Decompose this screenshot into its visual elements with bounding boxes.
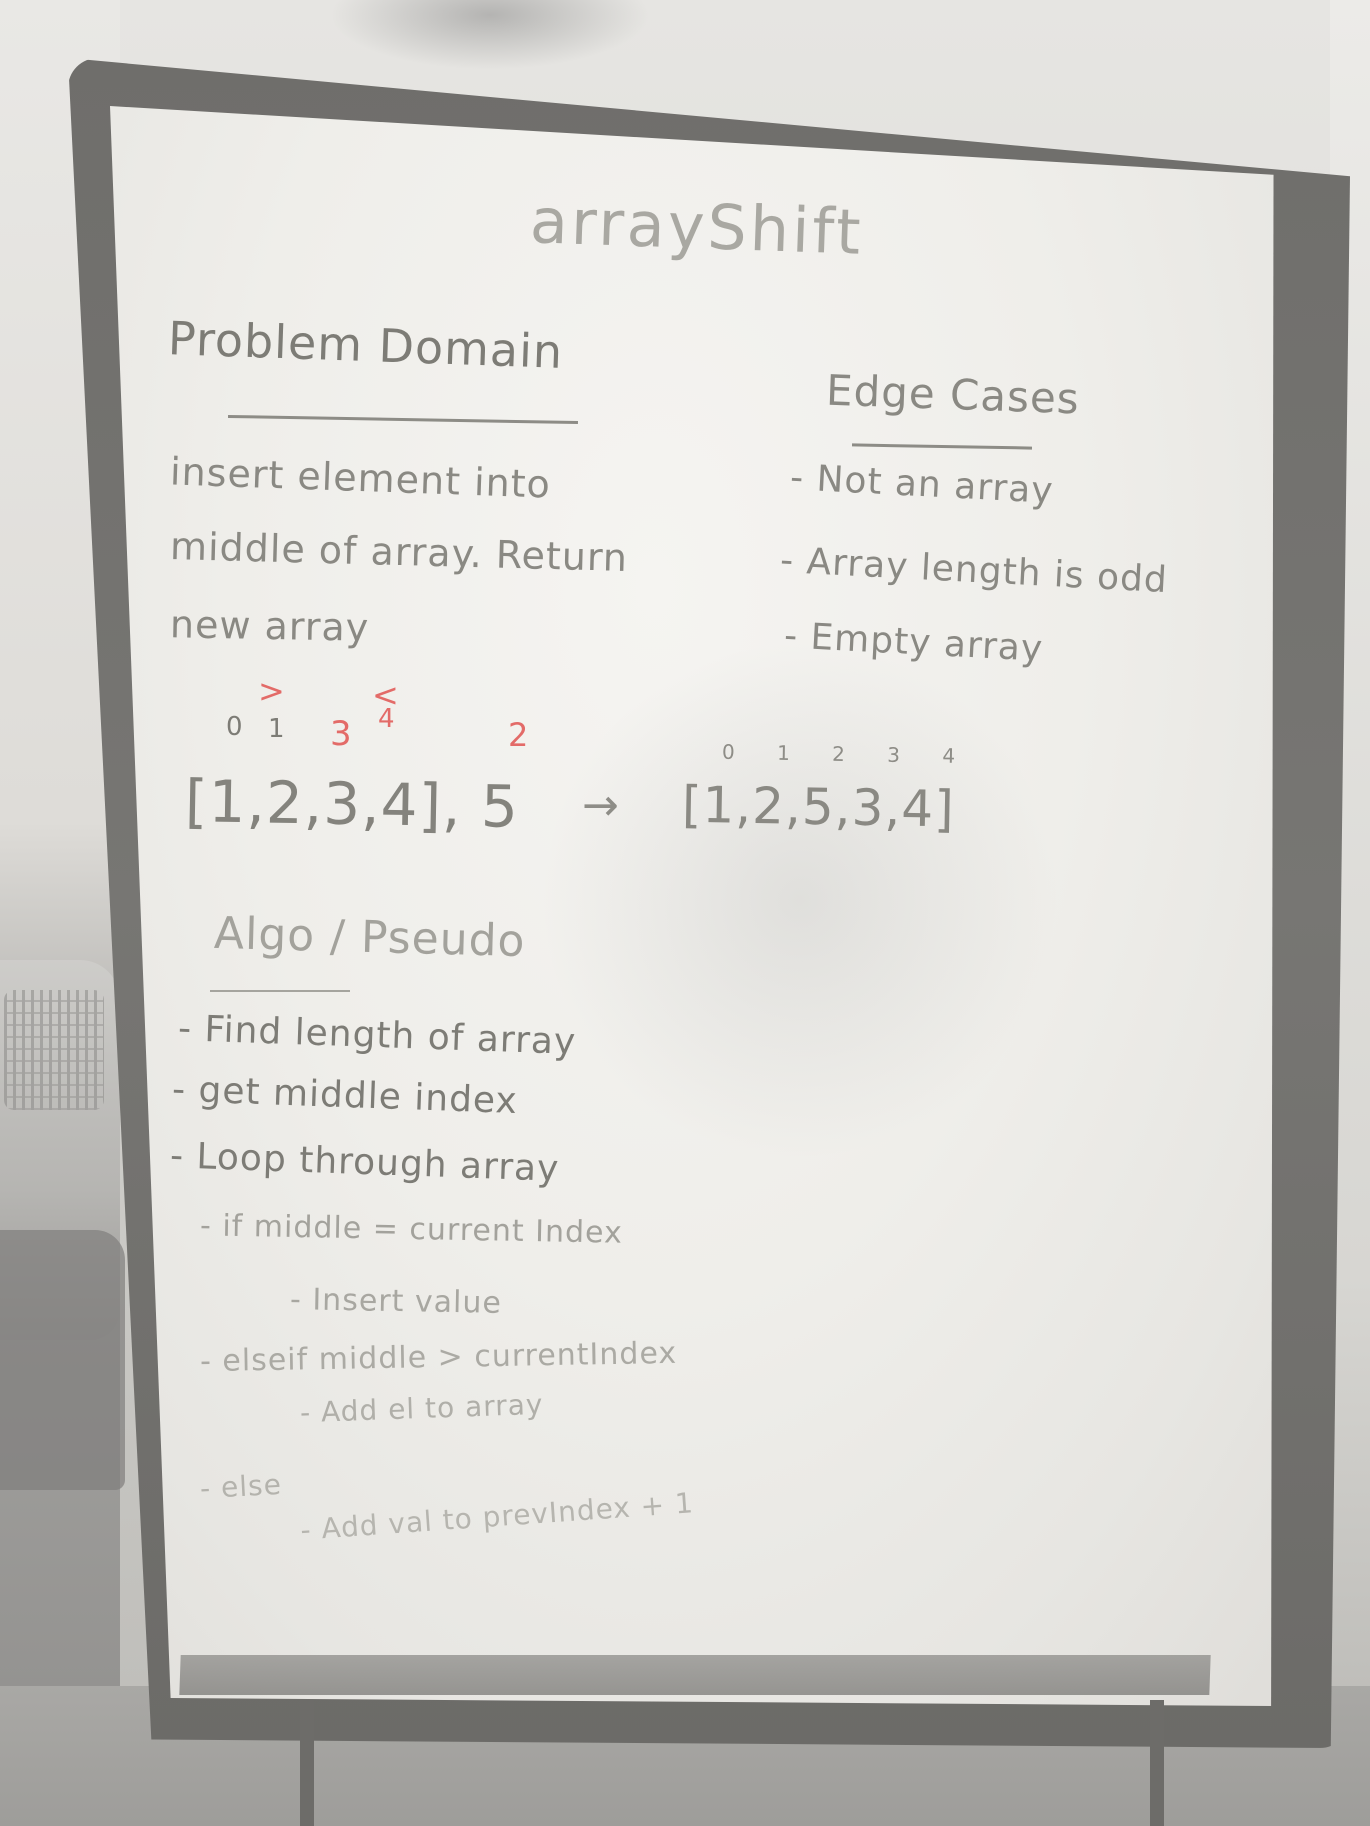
example-output: [1,2,5,3,4] [681,775,956,839]
office-chair-seat [0,1230,125,1490]
example-output-indices: 0 1 2 3 4 [721,739,974,769]
example-index-red: 2 [508,716,530,754]
whiteboard-surface [110,106,1274,1706]
algorithm-step: - else [199,1467,283,1506]
ceiling-shadow [330,0,650,70]
algorithm-heading: Algo / Pseudo [213,907,527,968]
algorithm-step: - Insert value [289,1282,503,1321]
example-index-red: 3 [330,714,353,754]
whiteboard-leg-left [300,1700,314,1826]
office-chair-mesh [4,990,104,1110]
algorithm-step: - if middle = current Index [199,1208,624,1251]
example-index: 0 [226,712,244,742]
example-index: 1 [268,714,286,744]
less-than-marker: < [372,676,400,714]
whiteboard-glare [540,640,1060,1160]
whiteboard-marker-tray [179,1655,1211,1695]
example-input: [1,2,3,4], 5 [184,767,520,841]
greater-than-marker: > [258,672,286,710]
algorithm-underline [210,990,350,992]
problem-domain-line: new array [169,602,370,650]
whiteboard-leg-right [1150,1700,1164,1826]
board-title: arrayShift [528,184,865,269]
arrow-icon: → [582,780,620,831]
edge-cases-heading: Edge Cases [825,365,1081,424]
example-index-red: 4 [378,704,396,734]
